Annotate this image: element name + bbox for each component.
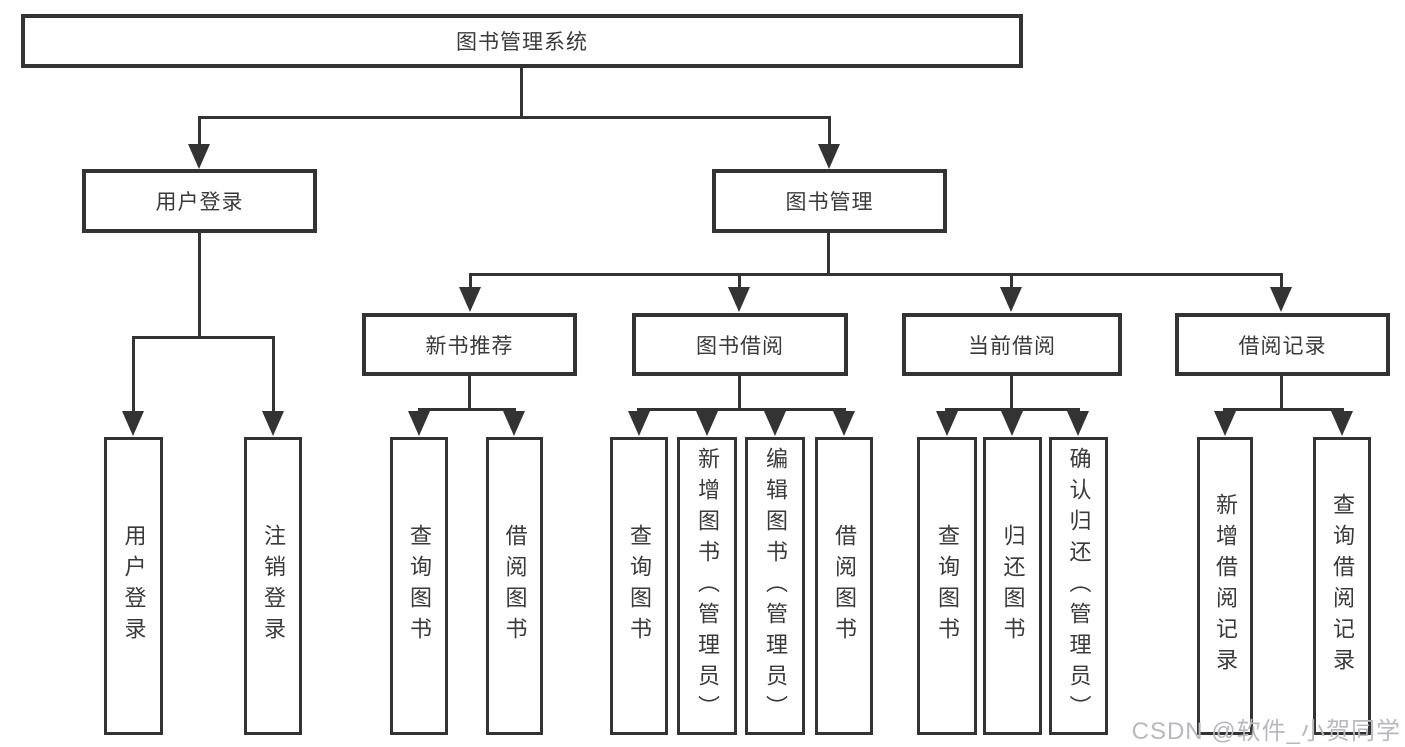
connector-group-drop xyxy=(469,273,472,289)
connector-children-rail xyxy=(1223,408,1344,411)
arrow-down-icon xyxy=(628,411,650,436)
leaf-query-books-2: 查询图书 xyxy=(610,437,668,735)
connector-group-stem xyxy=(468,376,471,411)
connector-group-drop xyxy=(1010,273,1013,289)
node-current-borrow: 当前借阅 xyxy=(902,313,1122,376)
connector-level3-rail xyxy=(469,273,1282,276)
connector-mgmt-drop xyxy=(827,233,830,276)
arrow-down-icon xyxy=(1214,411,1236,436)
leaf-add-borrow-record: 新增借阅记录 xyxy=(1197,437,1253,735)
connector-children-rail xyxy=(945,408,1080,411)
leaf-borrow-books-2-label: 借阅图书 xyxy=(832,524,857,648)
connector-user-login-drop xyxy=(198,116,201,148)
leaf-return-books: 归还图书 xyxy=(983,437,1042,735)
node-borrow-records: 借阅记录 xyxy=(1175,313,1390,376)
arrow-down-icon xyxy=(764,411,786,436)
connector-user-branch-drop xyxy=(198,233,201,339)
arrow-down-icon xyxy=(818,144,840,169)
connector-root-drop xyxy=(520,68,523,119)
node-user-login-label: 用户登录 xyxy=(155,191,244,214)
connector-group-stem xyxy=(738,376,741,411)
leaf-borrow-books-1: 借阅图书 xyxy=(486,437,543,735)
node-book-borrow: 图书借阅 xyxy=(632,313,848,376)
connector-children-rail xyxy=(418,408,516,411)
leaf-logout: 注销登录 xyxy=(244,437,302,735)
connector-level1-rail xyxy=(198,116,831,119)
arrow-down-icon xyxy=(1270,287,1292,312)
connector-children-rail xyxy=(637,408,846,411)
leaf-query-borrow-record-label: 查询借阅记录 xyxy=(1330,493,1355,679)
leaf-user-login: 用户登录 xyxy=(104,437,163,735)
leaf-borrow-books-1-label: 借阅图书 xyxy=(502,524,528,648)
arrow-down-icon xyxy=(1000,287,1022,312)
arrow-down-icon xyxy=(408,411,430,436)
connector-group-drop xyxy=(738,273,741,289)
connector-group-stem xyxy=(1280,376,1283,411)
connector-book-mgmt-drop xyxy=(828,116,831,148)
node-new-book-recommend: 新书推荐 xyxy=(362,313,577,376)
arrow-down-icon xyxy=(188,144,210,169)
node-book-management: 图书管理 xyxy=(712,169,947,233)
leaf-logout-label: 注销登录 xyxy=(261,524,286,648)
leaf-query-books-3-label: 查询图书 xyxy=(935,524,960,648)
leaf-query-borrow-record: 查询借阅记录 xyxy=(1313,437,1371,735)
leaf-add-books-admin: 新增图书（管理员） xyxy=(677,437,737,735)
connector-group-stem xyxy=(1010,376,1013,411)
leaf-query-books-1: 查询图书 xyxy=(390,437,448,735)
arrow-down-icon xyxy=(728,287,750,312)
connector-leaf-drop xyxy=(272,336,275,414)
leaf-query-books-3: 查询图书 xyxy=(917,437,977,735)
arrow-down-icon xyxy=(1067,411,1089,436)
leaf-add-books-admin-label: 新增图书（管理员） xyxy=(695,446,720,726)
arrow-down-icon xyxy=(696,411,718,436)
arrow-down-icon xyxy=(936,411,958,436)
arrow-down-icon xyxy=(262,411,284,436)
leaf-confirm-return-admin: 确认归还（管理员） xyxy=(1049,437,1108,735)
node-borrow-records-label: 借阅记录 xyxy=(1238,334,1327,358)
node-book-borrow-label: 图书借阅 xyxy=(696,334,784,358)
leaf-edit-books-admin: 编辑图书（管理员） xyxy=(745,437,805,735)
leaf-confirm-return-admin-label: 确认归还（管理员） xyxy=(1066,446,1092,726)
arrow-down-icon xyxy=(122,411,144,436)
arrow-down-icon xyxy=(833,411,855,436)
node-root: 图书管理系统 xyxy=(21,14,1023,68)
connector-group-drop xyxy=(1280,273,1283,289)
leaf-query-books-2-label: 查询图书 xyxy=(627,524,652,648)
arrow-down-icon xyxy=(1001,411,1023,436)
arrow-down-icon xyxy=(459,287,481,312)
leaf-borrow-books-2: 借阅图书 xyxy=(815,437,873,735)
arrow-down-icon xyxy=(1331,411,1353,436)
node-root-label: 图书管理系统 xyxy=(456,31,588,54)
arrow-down-icon xyxy=(503,411,525,436)
leaf-edit-books-admin-label: 编辑图书（管理员） xyxy=(763,446,788,726)
connector-leaf-drop xyxy=(132,336,135,414)
leaf-return-books-label: 归还图书 xyxy=(1000,524,1026,648)
node-user-login: 用户登录 xyxy=(82,169,317,233)
connector-user-branch-rail xyxy=(132,336,274,339)
node-book-management-label: 图书管理 xyxy=(785,191,874,214)
leaf-add-borrow-record-label: 新增借阅记录 xyxy=(1213,493,1238,679)
node-current-borrow-label: 当前借阅 xyxy=(968,334,1056,358)
csdn-watermark: CSDN @软件_小贺同学 xyxy=(1131,718,1401,745)
leaf-user-login-label: 用户登录 xyxy=(121,524,147,648)
leaf-query-books-1-label: 查询图书 xyxy=(407,524,432,648)
node-new-book-recommend-label: 新书推荐 xyxy=(425,334,514,358)
